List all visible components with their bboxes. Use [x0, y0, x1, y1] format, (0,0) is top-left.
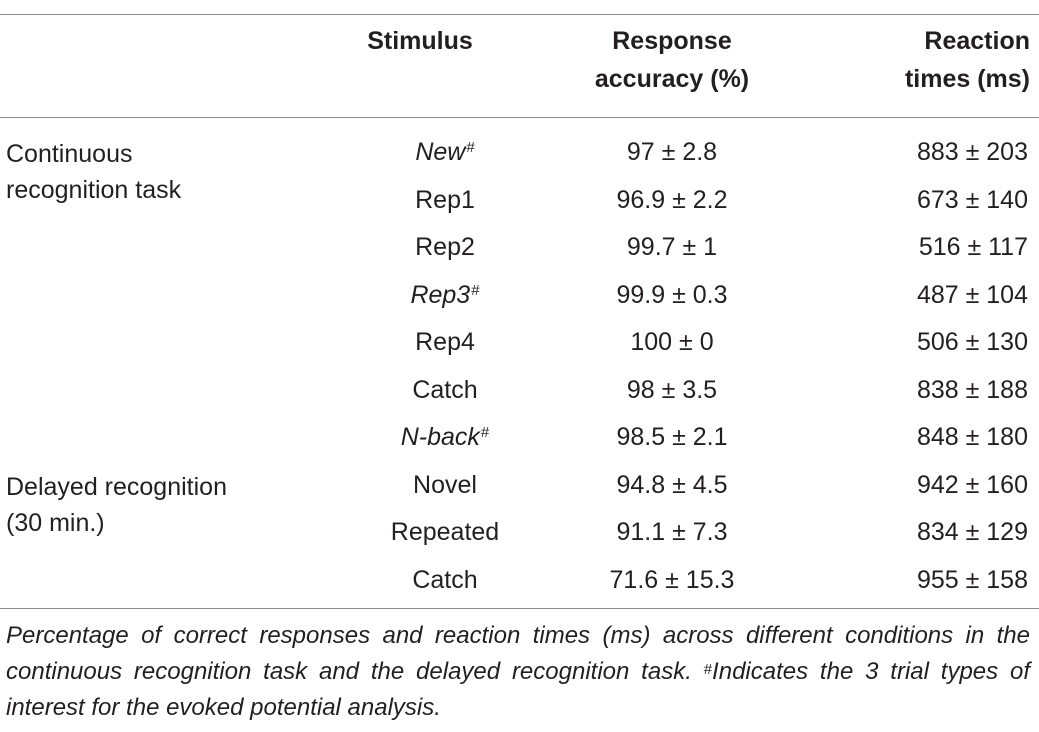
footnote-mark: #	[703, 661, 713, 678]
table-header-rule	[0, 117, 1039, 118]
reaction-cell: 516 ± 117	[918, 233, 1028, 261]
header-reaction: Reaction times (ms)	[830, 22, 1030, 98]
stimulus-label: Catch	[412, 565, 478, 594]
table-row: Rep4 100 ± 0 506 ± 130	[0, 318, 1039, 366]
stimulus-cell: Rep2	[330, 223, 560, 271]
interest-mark: #	[466, 139, 475, 156]
condition-label-line1: Continuous	[6, 140, 133, 168]
stimulus-label: Rep3	[410, 280, 471, 309]
reaction-cell: 955 ± 158	[916, 565, 1028, 594]
accuracy-cell: 98 ± 3.5	[626, 375, 718, 404]
stimulus-cell: Catch	[330, 556, 560, 604]
accuracy-cell: 71.6 ± 15.3	[609, 565, 735, 594]
header-stimulus-label: Stimulus	[367, 27, 473, 55]
footnote-text: Indicates the 3 trial types of interest …	[6, 658, 1030, 721]
stimulus-cell: Rep4	[330, 318, 560, 366]
header-accuracy-line1: Response	[612, 27, 732, 55]
header-accuracy: Response accuracy (%)	[572, 22, 772, 98]
stimulus-label: Catch	[412, 375, 478, 404]
accuracy-cell: 91.1 ± 7.3	[616, 518, 728, 546]
stimulus-cell: N-back#	[330, 413, 560, 461]
table-row: Catch 71.6 ± 15.3 955 ± 158	[0, 556, 1039, 604]
stimulus-cell: Catch	[330, 366, 560, 414]
reaction-cell: 942 ± 160	[916, 470, 1028, 499]
header-stimulus: Stimulus	[340, 22, 500, 60]
stimulus-cell: Rep3#	[330, 271, 560, 319]
reaction-cell: 506 ± 130	[916, 328, 1028, 356]
stimulus-cell: New#	[330, 128, 560, 176]
condition-label-line2: recognition task	[6, 176, 182, 204]
table-bottom-rule	[0, 608, 1039, 609]
stimulus-label: Novel	[413, 470, 477, 499]
reaction-cell: 883 ± 203	[916, 138, 1028, 166]
reaction-cell: 673 ± 140	[916, 185, 1028, 214]
table-row: Catch 98 ± 3.5 838 ± 188	[0, 366, 1039, 414]
stimulus-label: Rep1	[415, 185, 475, 214]
caption-text: Percentage of correct responses and reac…	[6, 622, 1030, 685]
reaction-cell: 848 ± 180	[916, 423, 1028, 451]
reaction-cell: 487 ± 104	[916, 280, 1028, 309]
table-row: Rep2 99.7 ± 1 516 ± 117	[0, 223, 1039, 271]
stimulus-label: Repeated	[390, 518, 500, 546]
table-top-rule	[0, 14, 1039, 15]
stimulus-label: Rep2	[415, 233, 475, 261]
condition-label-line2: (30 min.)	[6, 508, 105, 537]
condition-group: Delayed recognition (30 min.)	[0, 455, 320, 537]
stimulus-label: New	[415, 138, 466, 166]
header-reaction-line1: Reaction	[924, 27, 1030, 55]
table-caption: Percentage of correct responses and reac…	[6, 618, 1030, 726]
interest-mark: #	[480, 424, 490, 441]
accuracy-cell: 99.7 ± 1	[626, 233, 718, 261]
interest-mark: #	[471, 281, 480, 299]
reaction-cell: 834 ± 129	[916, 518, 1028, 546]
reaction-cell: 838 ± 188	[916, 375, 1028, 404]
stimulus-label: N-back	[400, 423, 480, 451]
header-accuracy-line2: accuracy (%)	[594, 65, 750, 93]
stimulus-cell: Rep1	[330, 176, 560, 224]
accuracy-cell: 98.5 ± 2.1	[616, 423, 728, 451]
accuracy-cell: 96.9 ± 2.2	[616, 185, 728, 214]
stimulus-label: Rep4	[415, 328, 475, 356]
accuracy-cell: 97 ± 2.8	[626, 138, 718, 166]
accuracy-cell: 94.8 ± 4.5	[616, 470, 728, 499]
table-row: Rep1 96.9 ± 2.2 673 ± 140	[0, 176, 1039, 224]
stimulus-cell: Novel	[330, 461, 560, 509]
condition-label: Continuous recognition task	[6, 136, 181, 208]
accuracy-cell: 100 ± 0	[630, 328, 714, 356]
header-reaction-line2: times (ms)	[904, 65, 1030, 93]
accuracy-cell: 99.9 ± 0.3	[616, 280, 728, 309]
table-row: Novel 94.8 ± 4.5 942 ± 160	[0, 461, 1039, 509]
condition-group: Continuous recognition task	[0, 122, 320, 204]
condition-label-line1: Delayed recognition	[6, 472, 227, 501]
table-row: Repeated 91.1 ± 7.3 834 ± 129	[0, 508, 1039, 556]
stimulus-cell: Repeated	[330, 508, 560, 556]
condition-label: Delayed recognition (30 min.)	[6, 469, 227, 541]
